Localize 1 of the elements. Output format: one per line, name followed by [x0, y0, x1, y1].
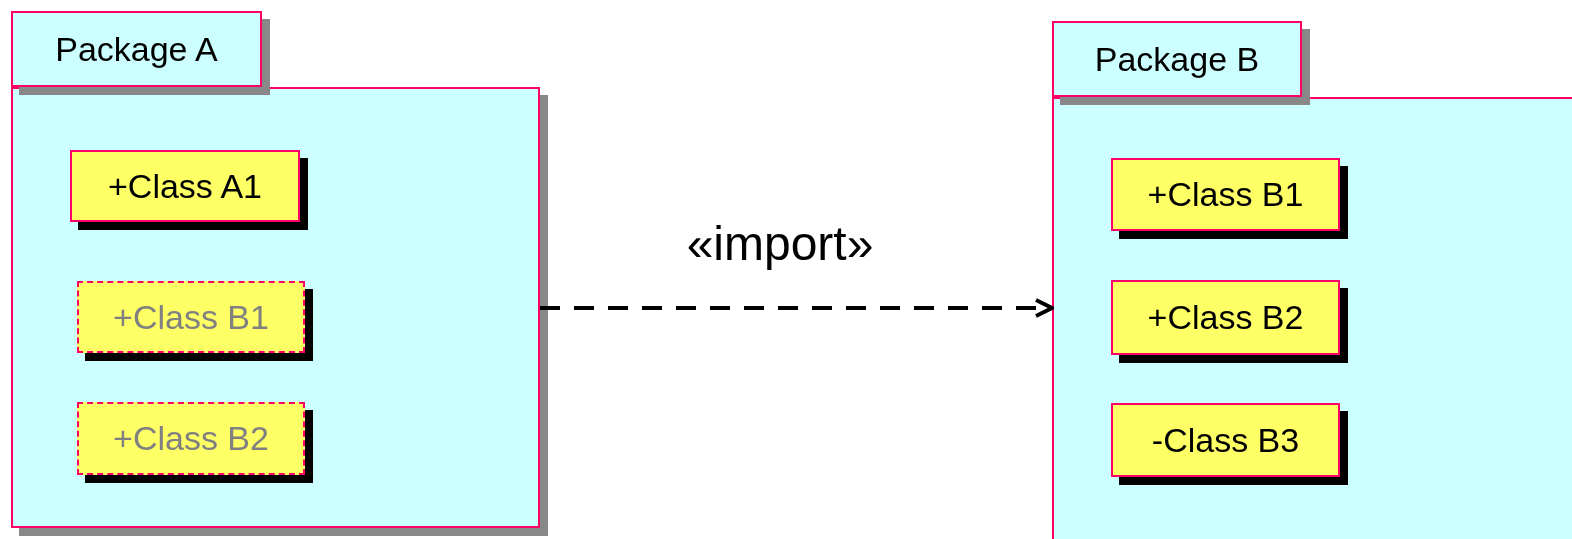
dependency-arrow: [540, 298, 1054, 318]
